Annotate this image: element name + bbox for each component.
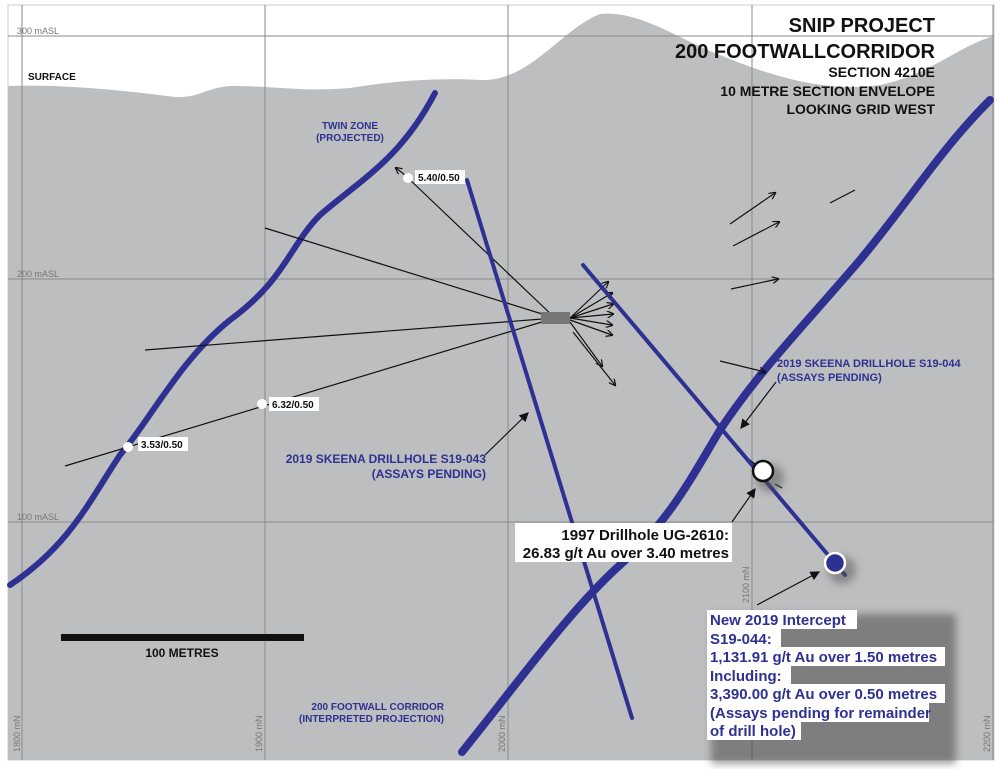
- arrow: [740, 381, 777, 429]
- title-project: SNIP PROJECT: [789, 15, 935, 37]
- arrow: [731, 488, 756, 523]
- s19-043-sublabel: (ASSAYS PENDING): [372, 467, 486, 481]
- assay-point: [123, 442, 133, 452]
- elev-300: 300 mASL: [17, 26, 59, 36]
- s19-044-label: 2019 SKEENA DRILLHOLE S19-044: [777, 358, 961, 370]
- arrow: [484, 412, 529, 456]
- drillhole-s19-044: [581, 263, 847, 577]
- title-envelope: 10 METRE SECTION ENVELOPE: [720, 83, 935, 99]
- intercept-line: (Assays pending for remainder: [710, 705, 931, 722]
- twin-zone-label: TWIN ZONE: [322, 121, 378, 132]
- north-2000: 2000 mN: [497, 715, 507, 752]
- intercept-line: 1,131.91 g/t Au over 1.50 metres: [710, 649, 937, 666]
- intercept-line: Including:: [710, 668, 782, 685]
- assay-label: 5.40/0.50: [418, 173, 460, 184]
- north-2100: 2100 mN: [741, 566, 751, 603]
- scale-bar-label: 100 METRES: [145, 646, 218, 660]
- intercept-line: 3,390.00 g/t Au over 0.50 metres: [710, 686, 937, 703]
- ug2610-result: 26.83 g/t Au over 3.40 metres: [523, 545, 729, 562]
- scale-bar: [61, 634, 304, 641]
- elev-100: 100 mASL: [17, 512, 59, 522]
- north-2200: 2200 mN: [982, 715, 992, 752]
- ug2610-title: 1997 Drillhole UG-2610:: [561, 527, 729, 544]
- assay-box: [269, 397, 319, 411]
- assay-box: [415, 170, 465, 184]
- assay-label: 3.53/0.50: [141, 440, 183, 451]
- assay-point: [403, 173, 413, 183]
- s19-044-intercept-marker: [823, 551, 847, 575]
- bedrock-surface: [8, 13, 994, 760]
- surface-label: SURFACE: [28, 72, 76, 83]
- intercept-line: New 2019 Intercept: [710, 612, 846, 629]
- elev-200: 200 mASL: [17, 269, 59, 279]
- ug2610-intercept-marker: [751, 459, 775, 483]
- title-corridor: 200 FOOTWALLCORRIDOR: [675, 41, 936, 63]
- assay-point: [257, 399, 267, 409]
- twin-zone-sublabel: (PROJECTED): [316, 133, 384, 144]
- intercept-line: of drill hole): [710, 723, 796, 740]
- drillhole-s19-043: [465, 178, 634, 720]
- twin-zone-vein: [7, 90, 438, 588]
- assay-label: 6.32/0.50: [272, 400, 314, 411]
- s19-044-sublabel: (ASSAYS PENDING): [777, 372, 882, 384]
- ug2610-callout-box: [515, 523, 732, 562]
- title-section: SECTION 4210E: [828, 64, 935, 80]
- intercept-line: S19-044:: [710, 631, 772, 648]
- s19-043-label: 2019 SKEENA DRILLHOLE S19-043: [286, 452, 487, 466]
- footwall-label: 200 FOOTWALL CORRIDOR: [311, 702, 444, 713]
- title-looking: LOOKING GRID WEST: [786, 101, 935, 117]
- north-1800: 1800 mN: [12, 715, 22, 752]
- north-1900: 1900 mN: [254, 715, 264, 752]
- drill-station: [541, 312, 570, 324]
- assay-box: [138, 437, 188, 451]
- footwall-sublabel: (INTERPRETED PROJECTION): [299, 714, 444, 725]
- arrow: [756, 571, 821, 606]
- intercept-callout: New 2019 Intercept S19-044: 1,131.91 g/t…: [707, 610, 956, 764]
